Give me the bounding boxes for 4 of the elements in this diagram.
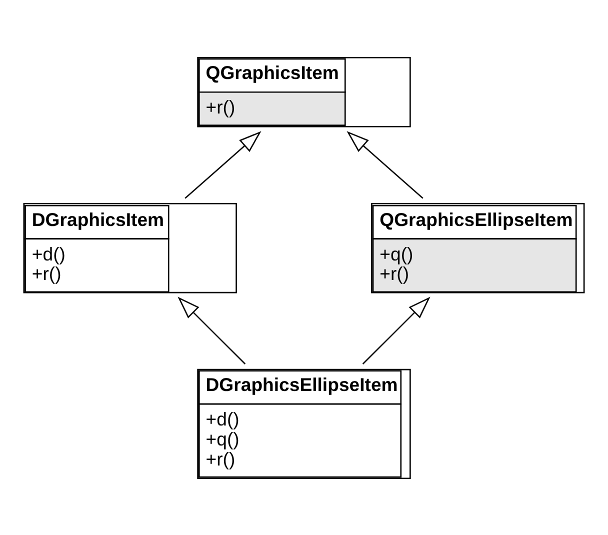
arrow bbox=[362, 296, 430, 364]
arrow bbox=[184, 130, 262, 198]
arrow bbox=[178, 296, 246, 364]
arrow bbox=[346, 130, 424, 198]
